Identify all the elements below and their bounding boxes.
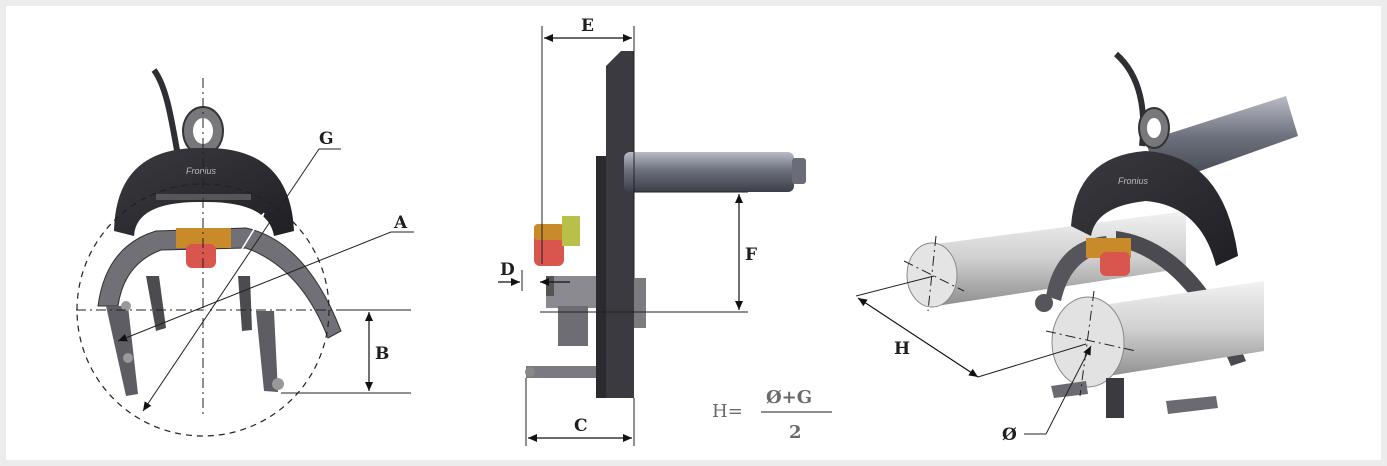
- brand-logo-perspective: Fronius: [1118, 176, 1149, 186]
- formula-numerator: Ø+G: [766, 387, 812, 408]
- formula-denominator: 2: [789, 422, 802, 443]
- label-diameter: Ø: [1002, 425, 1017, 445]
- side-view: E F D C H= Ø+G 2: [498, 16, 832, 446]
- label-b: B: [375, 344, 389, 364]
- label-e: E: [581, 16, 594, 36]
- formula-lhs: H=: [712, 401, 743, 422]
- formula-h: H= Ø+G 2: [712, 387, 832, 443]
- label-f: F: [745, 245, 757, 265]
- label-a: A: [393, 213, 408, 233]
- perspective-view: Fronius H Ø: [855, 51, 1298, 445]
- capacity-circle: [76, 183, 330, 437]
- brand-logo-front: Fronius: [186, 166, 217, 176]
- front-view: Fronius G A B: [76, 68, 414, 437]
- diagram-frame: Fronius G A B: [6, 6, 1381, 460]
- label-d: D: [500, 260, 515, 280]
- label-c: C: [574, 416, 588, 436]
- label-g: G: [319, 129, 334, 149]
- technical-diagram: Fronius G A B: [76, 16, 1298, 446]
- label-h: H: [894, 339, 910, 359]
